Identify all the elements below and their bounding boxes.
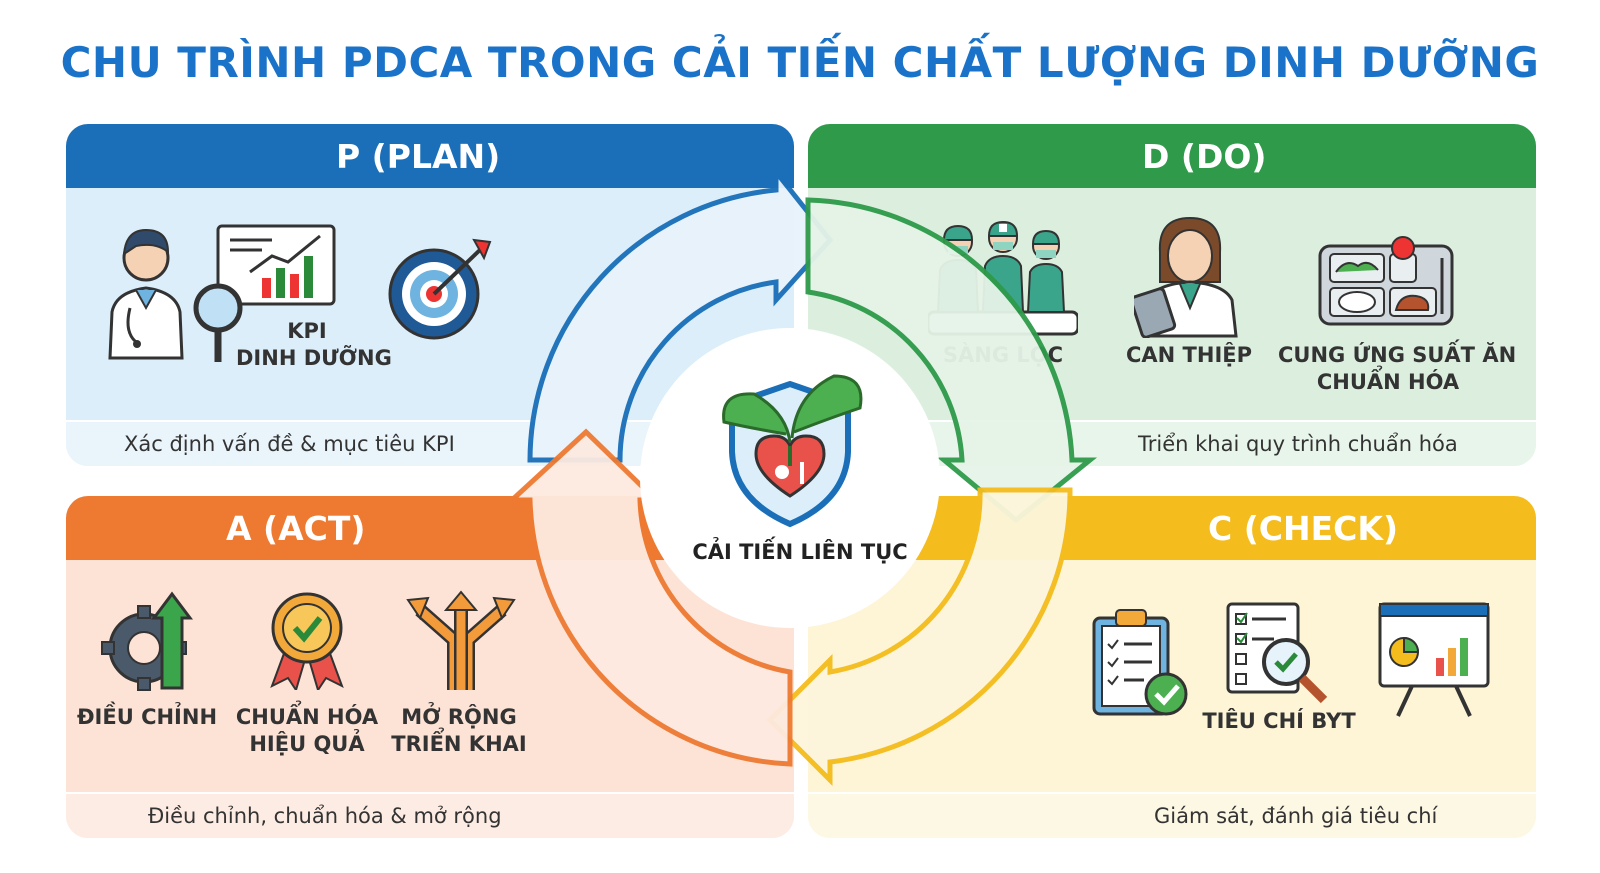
target-icon <box>388 238 492 340</box>
plan-footer: Xác định vấn đề & mục tiêu KPI <box>66 420 794 466</box>
page-title: CHU TRÌNH PDCA TRONG CẢI TIẾN CHẤT LƯỢNG… <box>60 38 1540 87</box>
plan-item-kpi-label: KPI DINH DƯỠNG <box>236 319 392 370</box>
presentation-board-icon <box>1378 602 1490 717</box>
act-item-adjust-label: ĐIỀU CHỈNH <box>76 705 218 729</box>
act-header: A (ACT) <box>66 496 794 560</box>
act-panel: A (ACT) ĐIỀU CHỈNH CHUẨN HÓA HIỆU QUẢ <box>66 496 794 838</box>
nurse-tablet-icon <box>1134 216 1238 338</box>
medical-team-icon <box>928 220 1078 336</box>
do-item-meal-supply-label: CUNG ỨNG SUẤT ĂN CHUẨN HÓA <box>1278 343 1517 394</box>
plan-panel: P (PLAN) KPI DINH DƯỠNG <box>66 124 794 466</box>
check-footer: Giám sát, đánh giá tiêu chí <box>808 792 1536 838</box>
act-item-expand-label: MỞ RỘNG TRIỂN KHAI <box>391 705 527 756</box>
meal-tray-icon <box>1318 236 1454 326</box>
check-panel: C (CHECK) <box>808 496 1536 838</box>
do-footer: Triển khai quy trình chuẩn hóa <box>808 420 1536 466</box>
award-badge-icon <box>270 592 344 690</box>
plan-header: P (PLAN) <box>66 124 794 188</box>
do-header: D (DO) <box>808 124 1536 188</box>
center-label: CẢI TIẾN LIÊN TỤC <box>692 540 908 564</box>
check-item-byt-criteria-label: TIÊU CHÍ BYT <box>1202 709 1356 733</box>
do-item-intervention-label: CAN THIỆP <box>1126 343 1252 367</box>
act-footer: Điều chỉnh, chuẩn hóa & mở rộng <box>66 792 794 838</box>
clipboard-check-icon <box>1092 609 1188 716</box>
doctor-analysis-chart-icon <box>108 224 336 362</box>
expanding-arrows-icon <box>406 590 516 690</box>
checklist-magnifier-icon <box>1226 602 1328 704</box>
act-item-standardize-label: CHUẨN HÓA HIỆU QUẢ <box>235 705 379 756</box>
do-panel: D (DO) SÀNG LỌC C <box>808 124 1536 466</box>
check-header: C (CHECK) <box>808 496 1536 560</box>
do-item-screening-label: SÀNG LỌC <box>942 343 1064 367</box>
gear-arrow-up-icon <box>101 591 193 691</box>
